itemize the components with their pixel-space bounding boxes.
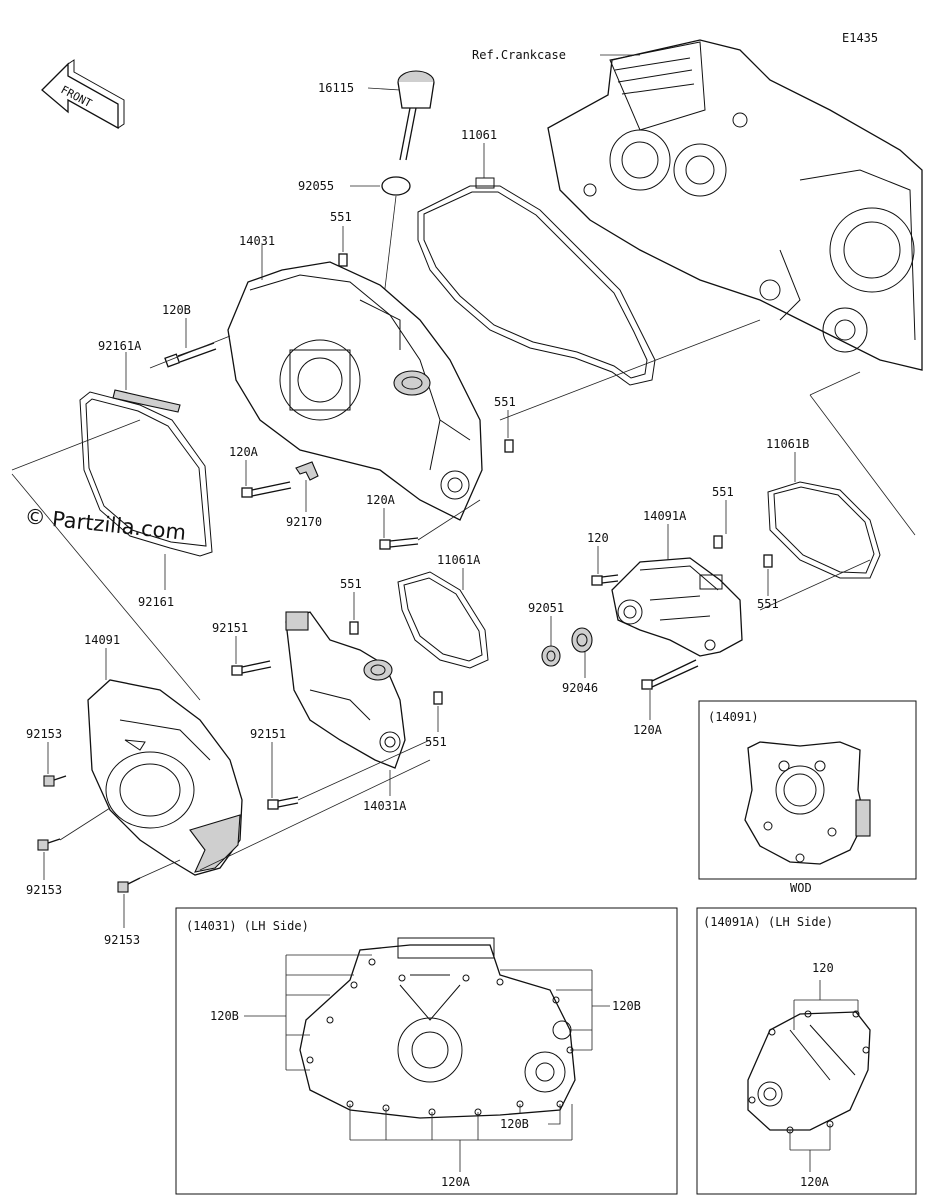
label-551-b: 551 [494,395,516,409]
dowel-pin-551d [763,554,773,568]
label-92170: 92170 [286,515,322,529]
o-ring-92055 [381,176,411,196]
label-92161a: 92161A [98,339,142,353]
gasket-92161a [112,389,181,413]
bolt-120b [164,342,217,368]
outer-cover-14091 [87,679,243,876]
label-11061b: 11061B [766,437,809,451]
bolt-92153-c [117,877,141,893]
inset-14031-title: (14031) (LH Side) [186,919,309,933]
label-120b: 120B [162,303,191,317]
label-92051: 92051 [528,601,564,615]
label-120: 120 [587,531,609,545]
gasket-92161 [79,391,213,557]
cover-14031a [285,611,406,769]
crankcase-reference [547,39,923,371]
label-551-c: 551 [712,485,734,499]
label-551-d: 551 [757,597,779,611]
label-92055: 92055 [298,179,334,193]
inset-14091a-title: (14091A) (LH Side) [703,915,833,929]
label-120a-1: 120A [229,445,259,459]
dowel-pin-551c [713,535,723,549]
label-14091: 14091 [84,633,120,647]
oil-dipstick-cap [397,70,435,161]
label-14091a: 14091A [643,509,687,523]
oil-seal-92051 [541,645,561,667]
inset-14031-120b-right: 120B [612,999,641,1013]
bolt-92151-b [267,796,299,810]
label-92161: 92161 [138,595,174,609]
label-14031: 14031 [239,234,275,248]
bolt-92151-a [231,660,272,676]
bolt-92153-a [43,775,67,787]
label-551-e: 551 [340,577,362,591]
dowel-pin-551b [504,439,514,453]
label-92153-a: 92153 [26,727,62,741]
inset-14091a-lh-side: (14091A) (LH Side) 120 120A [696,907,917,1195]
label-92153-b: 92153 [26,883,62,897]
cover-14091a [611,557,743,657]
ref-crankcase-label: Ref.Crankcase [472,48,566,62]
bolt-120a-3 [641,659,699,690]
label-92151-a: 92151 [212,621,248,635]
partzilla-watermark: © Partzilla.com [23,504,187,545]
bolt-120a-1 [241,481,292,498]
front-arrow-icon: FRONT [41,59,125,130]
inset-wod-title: (14091) [708,710,759,724]
bolt-120a-2 [379,537,419,550]
left-crankcase-cover-14031 [227,261,483,521]
bearing-92046 [571,627,593,653]
label-551-a: 551 [330,210,352,224]
label-92153-c: 92153 [104,933,140,947]
gasket-11061a [397,571,489,669]
label-120a-3: 120A [633,723,663,737]
dowel-pin-551a [338,253,348,267]
inset-14031-lh-side: (14031) (LH Side) 120B 120B 120B 120A [175,907,678,1195]
gasket-11061b [767,481,881,579]
bolt-92153-b [37,838,61,851]
clamp-92170 [295,461,319,481]
diagram-code: E1435 [842,31,878,45]
label-14031a: 14031A [363,799,407,813]
inset-14031-120b-bottom: 120B [500,1117,529,1131]
inset-14091a-120a: 120A [800,1175,830,1189]
label-92046: 92046 [562,681,598,695]
inset-14031-120b-left: 120B [210,1009,239,1023]
label-11061a: 11061A [437,553,481,567]
dowel-pin-551e [349,621,359,635]
gasket-11061 [417,185,656,386]
bolt-120 [591,574,619,586]
inset-14091-wod: (14091) WOD [698,700,917,895]
label-92151-b: 92151 [250,727,286,741]
dowel-pin-551f [433,691,443,705]
label-16115: 16115 [318,81,354,95]
inset-14091a-120: 120 [812,961,834,975]
label-11061: 11061 [461,128,497,142]
inset-14031-120a: 120A [441,1175,471,1189]
label-120a-2: 120A [366,493,396,507]
label-551-f: 551 [425,735,447,749]
wod-label: WOD [790,881,812,895]
